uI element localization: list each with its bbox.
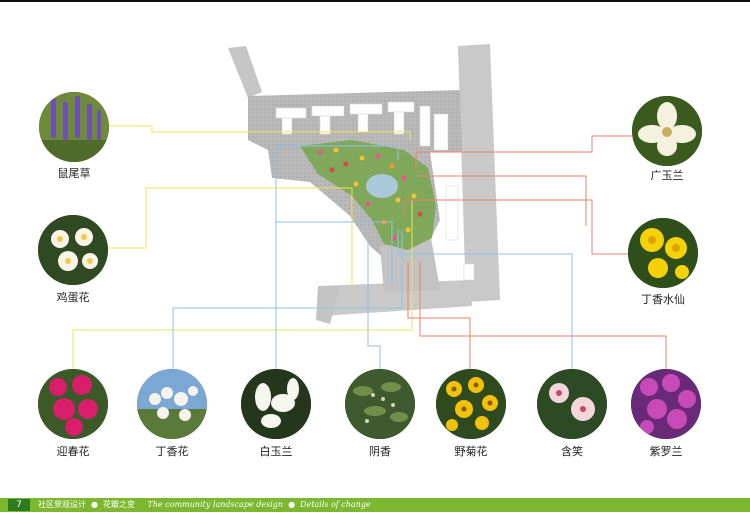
footer-bar <box>0 498 750 512</box>
buildings <box>275 101 475 281</box>
daisy-label: 野菊花 <box>454 445 488 458</box>
magnolia-label: 广玉兰 <box>650 169 684 182</box>
leader-jasmine <box>72 200 413 370</box>
leader-violet <box>419 262 667 370</box>
leader-plumeria <box>108 187 353 286</box>
yulan-label: 白玉兰 <box>259 445 293 458</box>
garden-flower-dots <box>317 147 423 241</box>
leader-yulan <box>275 145 399 370</box>
yulan-icon <box>241 369 311 439</box>
violet-label: 紫罗兰 <box>649 445 683 458</box>
footer-cn-2: 花瓣之变 <box>102 500 135 509</box>
jasmine-icon <box>38 369 108 439</box>
footer-bullet-1: ● <box>91 500 98 509</box>
leader-sage <box>108 125 411 140</box>
jasmine-photo <box>38 369 108 439</box>
site-lower <box>380 232 440 292</box>
red-leaders <box>403 135 667 370</box>
yulan-photo <box>241 369 311 439</box>
garden-pond <box>366 174 398 198</box>
sage-photo <box>39 92 109 162</box>
leader-daisy <box>407 262 471 370</box>
magnolia-icon <box>632 96 702 166</box>
violet-photo <box>631 369 701 439</box>
leader-lilac <box>172 230 403 370</box>
garden-planting <box>300 140 436 250</box>
plumeria-icon <box>38 215 108 285</box>
daisy-icon <box>436 369 506 439</box>
page-number: 7 <box>8 499 30 511</box>
plumeria-photo <box>38 215 108 285</box>
narcissus-icon <box>628 218 698 288</box>
sage-icon <box>39 92 109 162</box>
lilac-icon <box>137 369 207 439</box>
lilac-photo <box>137 369 207 439</box>
narcissus-label: 丁香水仙 <box>641 293 685 306</box>
magnolia-photo <box>632 96 702 166</box>
michelia-label: 含笑 <box>561 445 583 458</box>
yinxiang-label: 阴香 <box>369 445 391 458</box>
road-sw <box>316 286 340 324</box>
michelia-photo <box>537 369 607 439</box>
michelia-icon <box>537 369 607 439</box>
daisy-photo <box>436 369 506 439</box>
jasmine-label: 迎春花 <box>56 445 90 458</box>
narcissus-photo <box>628 218 698 288</box>
road-east <box>458 44 500 302</box>
leader-extra-red <box>416 175 587 226</box>
footer-cn-1: 社区景观设计 <box>38 500 86 509</box>
plumeria-label: 鸡蛋花 <box>56 291 90 304</box>
footer-en-1: The community landscape design <box>147 500 284 509</box>
lilac-label: 丁香花 <box>155 445 189 458</box>
leader-michelia <box>397 230 573 370</box>
top-border-line <box>0 0 750 2</box>
footer-en-2: Details of change <box>300 500 371 509</box>
road-diagonal <box>228 46 262 98</box>
leader-magnolia <box>415 135 632 170</box>
violet-icon <box>631 369 701 439</box>
leader-extra-blue <box>276 221 393 284</box>
sage-label: 鼠尾草 <box>57 167 91 180</box>
yellow-leaders <box>72 125 413 370</box>
footer-bullet-2: ● <box>288 500 296 509</box>
leader-yinxiang <box>367 240 381 370</box>
footer-caption: 社区景观设计 ● 花瓣之变 The community landscape desi… <box>38 499 371 511</box>
leader-narcissus <box>403 199 628 255</box>
blue-leaders <box>172 145 573 370</box>
yinxiang-icon <box>345 369 415 439</box>
yinxiang-photo <box>345 369 415 439</box>
